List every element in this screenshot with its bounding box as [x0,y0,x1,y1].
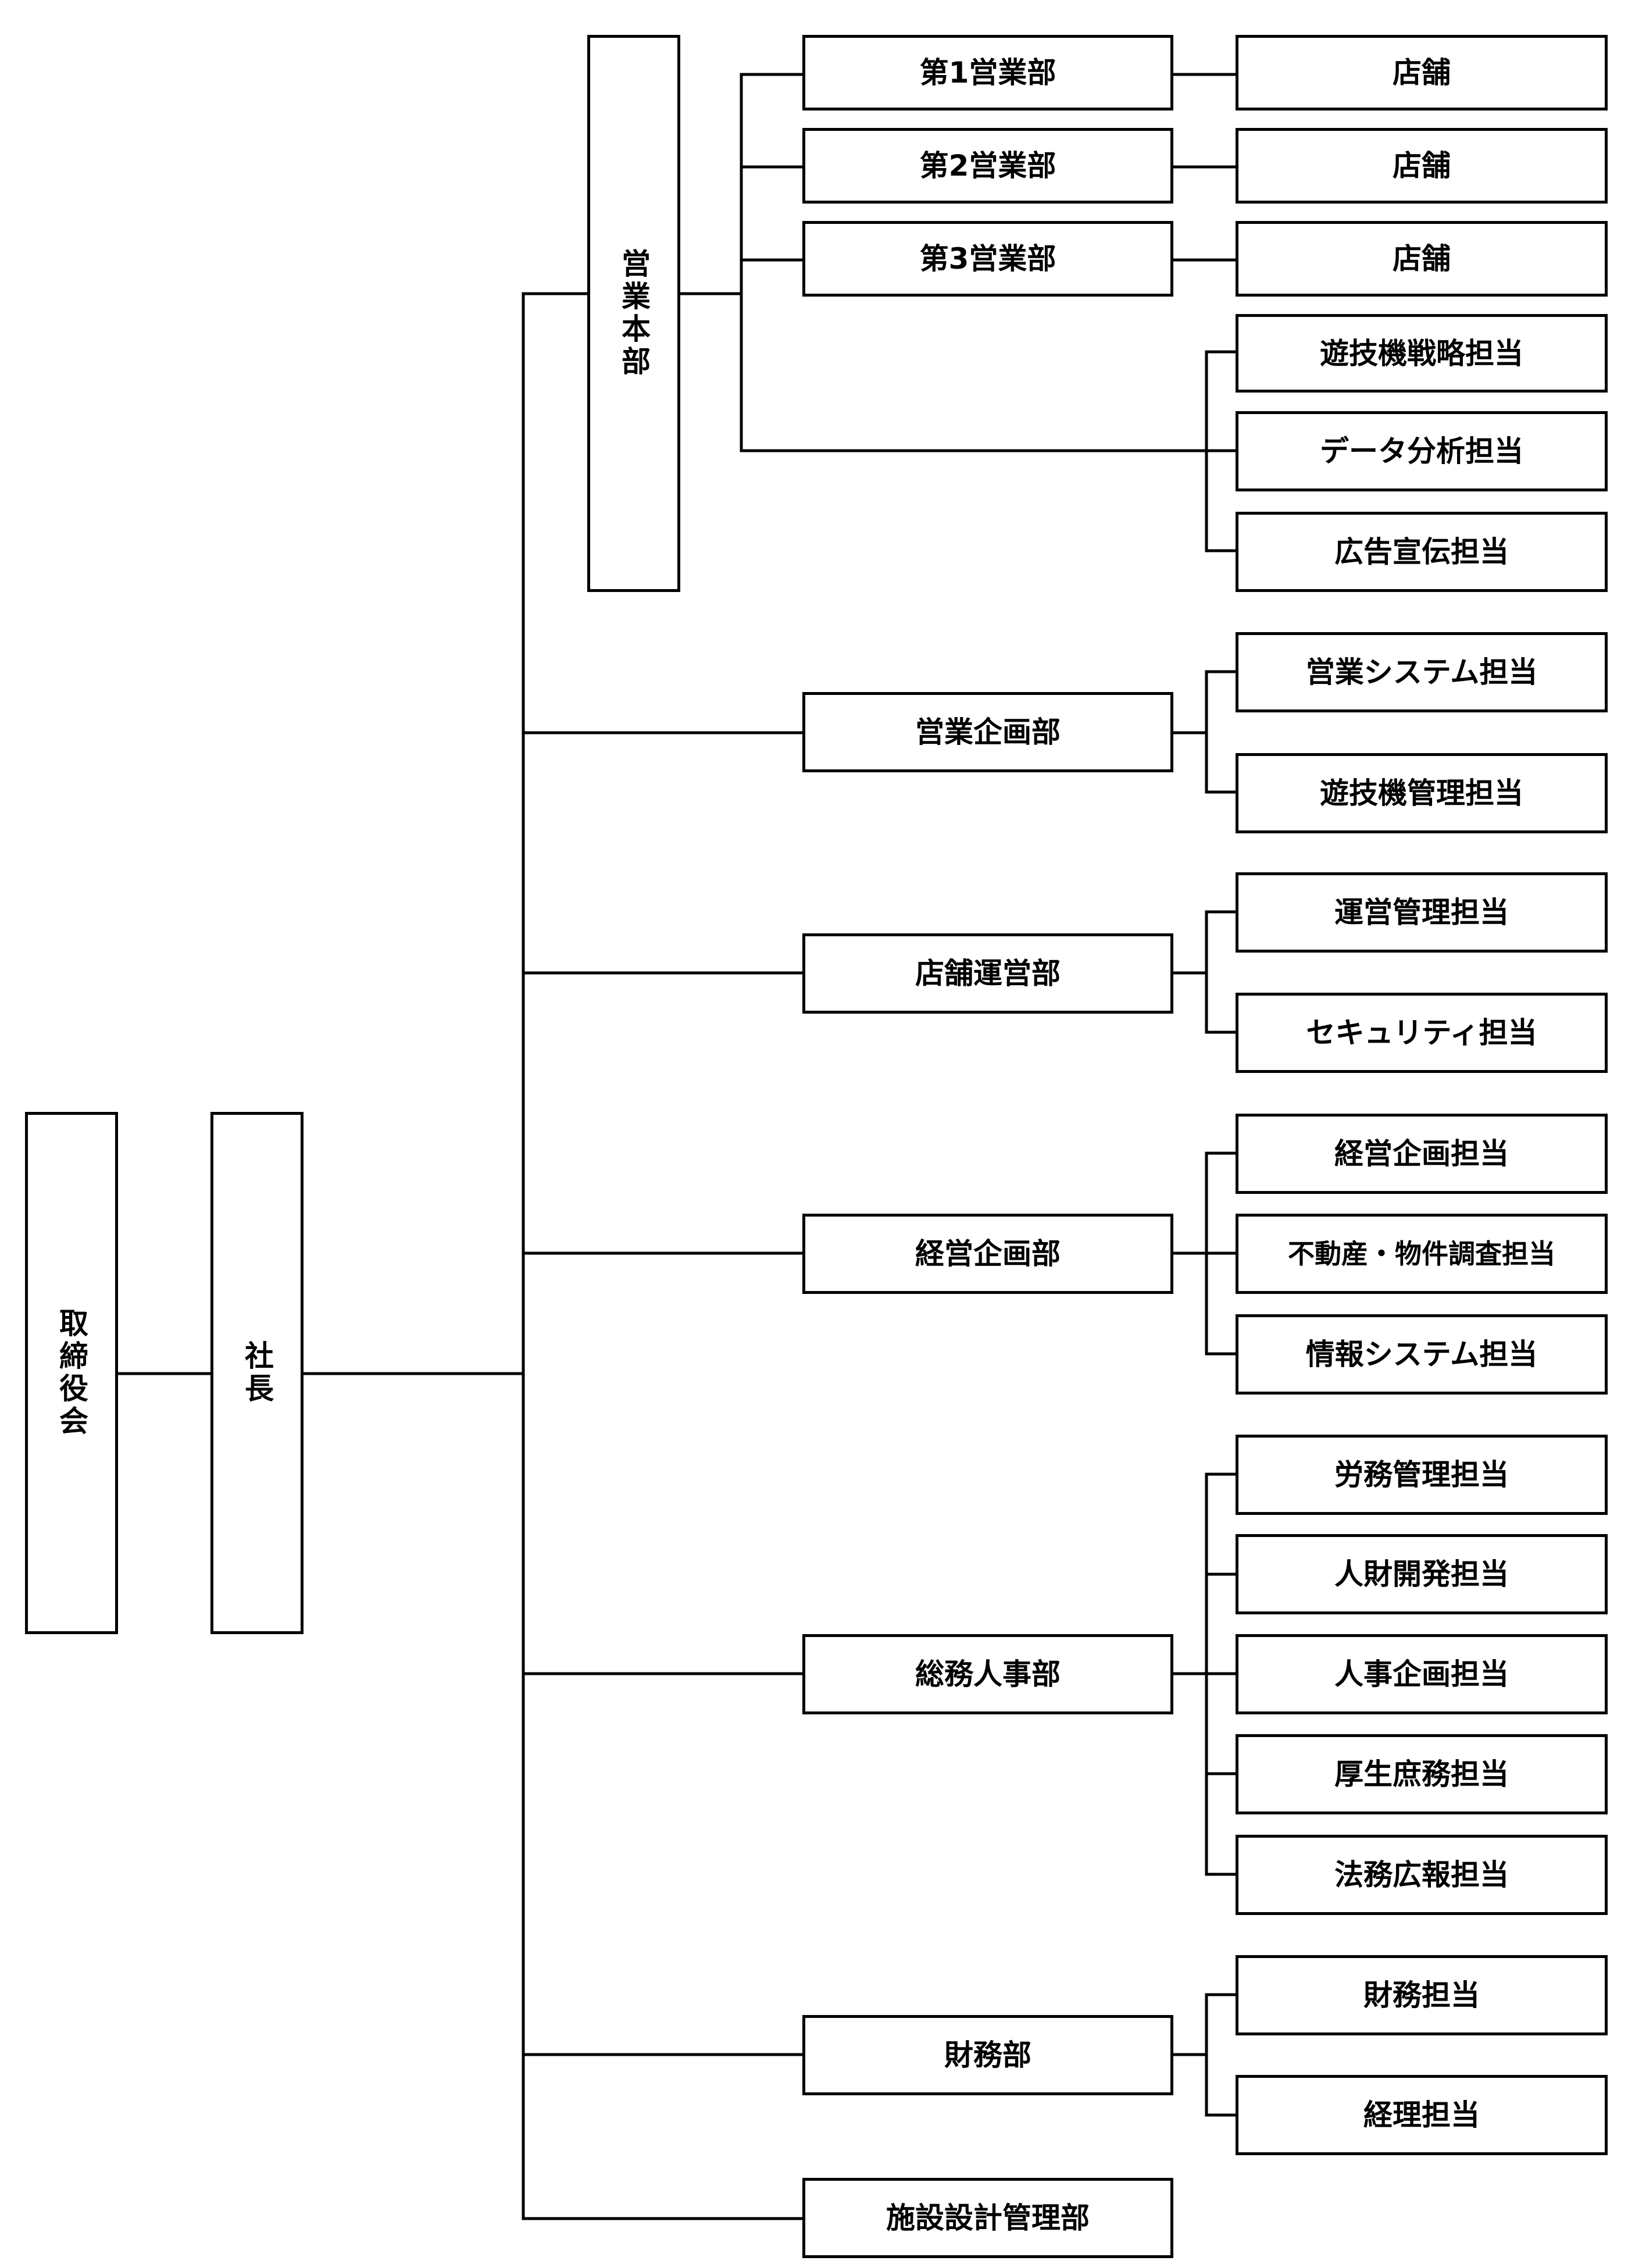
team-box: 財務担当 [1236,1955,1608,2035]
dept-box-corporate-planning: 経営企画部 [802,1214,1173,1294]
sales-dept-1-box: 第1営業部 [802,35,1173,110]
team-box: 遊技機管理担当 [1236,753,1608,833]
sales-dept-2-box: 第2営業部 [802,128,1173,204]
team-box: 厚生庶務担当 [1236,1734,1608,1814]
store-box-3: 店舗 [1236,221,1608,297]
store-box-2: 店舗 [1236,128,1608,204]
sales-dept-3-box: 第3営業部 [802,221,1173,297]
team-box: 経理担当 [1236,2075,1608,2155]
team-box: 情報システム担当 [1236,1314,1608,1395]
sales-hq-box: 営業本部 [587,35,680,592]
team-box: 運営管理担当 [1236,872,1608,953]
sales-hq-staff-box-3: 広告宣伝担当 [1236,512,1608,592]
dept-box-general-affairs-hr: 総務人事部 [802,1634,1173,1714]
dept-box-sales-planning: 営業企画部 [802,692,1173,772]
dept-box-facility-design: 施設設計管理部 [802,2178,1173,2258]
team-box: 人財開発担当 [1236,1534,1608,1614]
dept-box-store-operations: 店舗運営部 [802,933,1173,1014]
team-box: 経営企画担当 [1236,1114,1608,1194]
team-box: 人事企画担当 [1236,1634,1608,1714]
team-box: 法務広報担当 [1236,1835,1608,1915]
board-box: 取締役会 [25,1112,118,1634]
dept-box-finance: 財務部 [802,2015,1173,2095]
sales-hq-staff-box-2: データ分析担当 [1236,411,1608,491]
team-box: セキュリティ担当 [1236,993,1608,1073]
team-box: 労務管理担当 [1236,1435,1608,1515]
team-box: 営業システム担当 [1236,632,1608,712]
team-box: 不動産・物件調査担当 [1236,1214,1608,1294]
sales-hq-staff-box-1: 遊技機戦略担当 [1236,314,1608,393]
president-box: 社長 [210,1112,304,1634]
store-box-1: 店舗 [1236,35,1608,110]
